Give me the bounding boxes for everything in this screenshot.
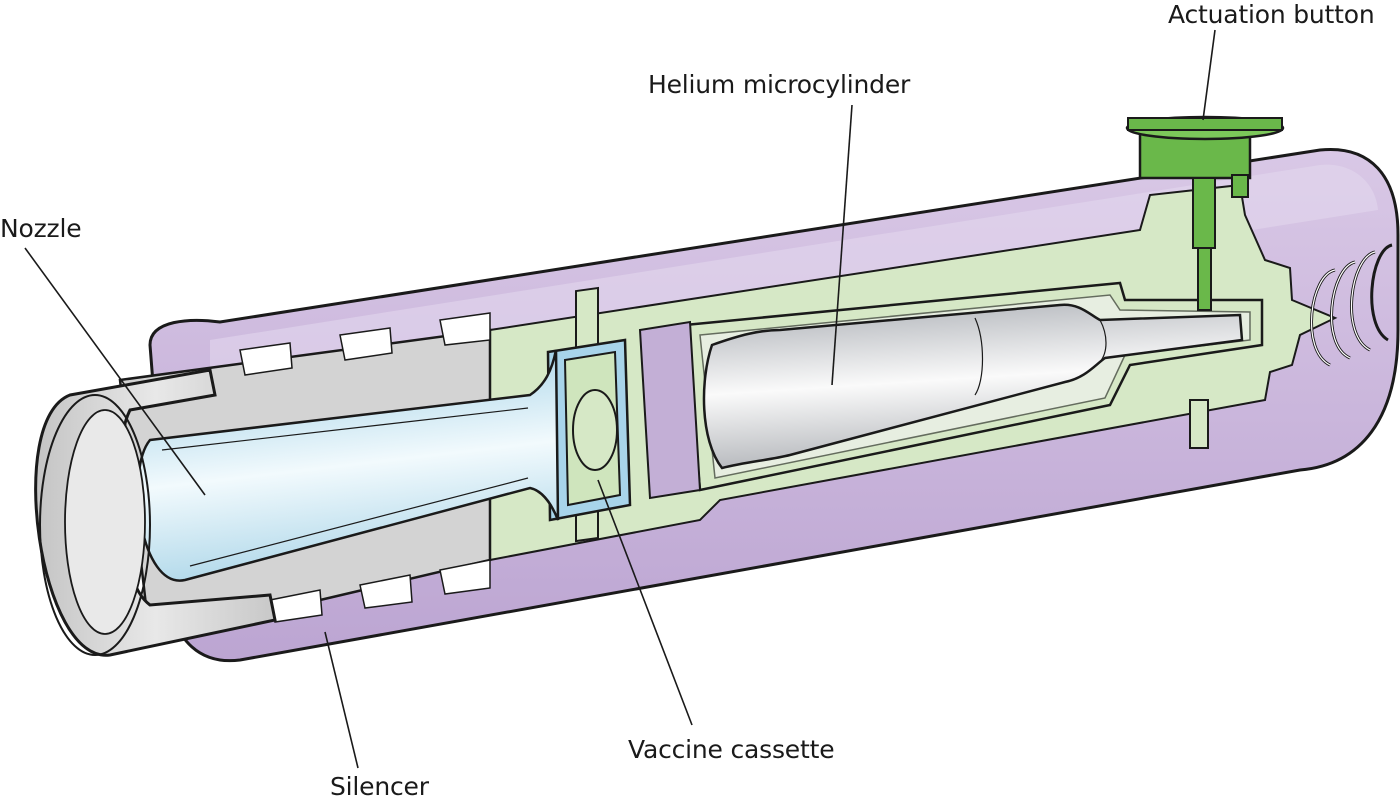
actuation-button bbox=[1125, 115, 1285, 311]
spring bbox=[1310, 243, 1393, 367]
label-helium-microcylinder: Helium microcylinder bbox=[648, 70, 911, 99]
rear-cavity bbox=[638, 320, 702, 500]
leader-lines bbox=[24, 29, 1216, 769]
label-vaccine-cassette: Vaccine cassette bbox=[628, 735, 835, 764]
label-silencer: Silencer bbox=[330, 772, 429, 801]
helium-microcylinder bbox=[702, 303, 1244, 470]
nozzle-ring bbox=[34, 368, 277, 657]
vaccine-cassette bbox=[546, 338, 632, 522]
label-actuation-button: Actuation button bbox=[1168, 0, 1375, 29]
trigger-stub bbox=[1189, 399, 1209, 449]
label-nozzle: Nozzle bbox=[0, 214, 82, 243]
